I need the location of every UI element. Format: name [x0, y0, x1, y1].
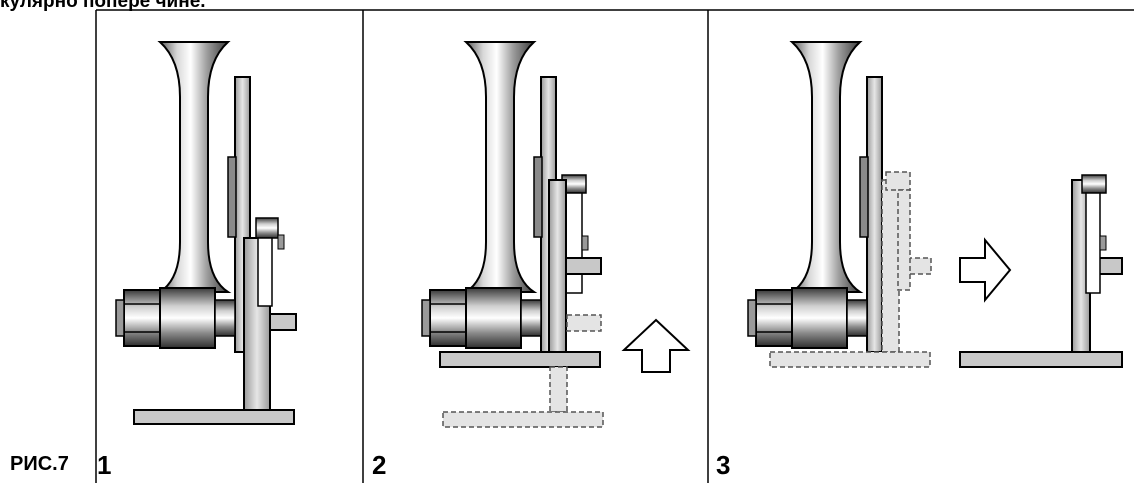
- figure-label: РИС.7: [10, 453, 69, 475]
- panel-number-2: 2: [372, 450, 387, 480]
- arrow-up-icon: [621, 318, 691, 373]
- arrow-right-icon: [959, 237, 1012, 303]
- panel-3-drawing: [747, 41, 1123, 368]
- panel-1-drawing: [115, 41, 297, 425]
- panel-number-1: 1: [97, 450, 112, 480]
- panel-number-3: 3: [716, 450, 731, 480]
- panel-2-drawing: [421, 41, 691, 428]
- header-text: кулярно попере чине.: [0, 0, 206, 12]
